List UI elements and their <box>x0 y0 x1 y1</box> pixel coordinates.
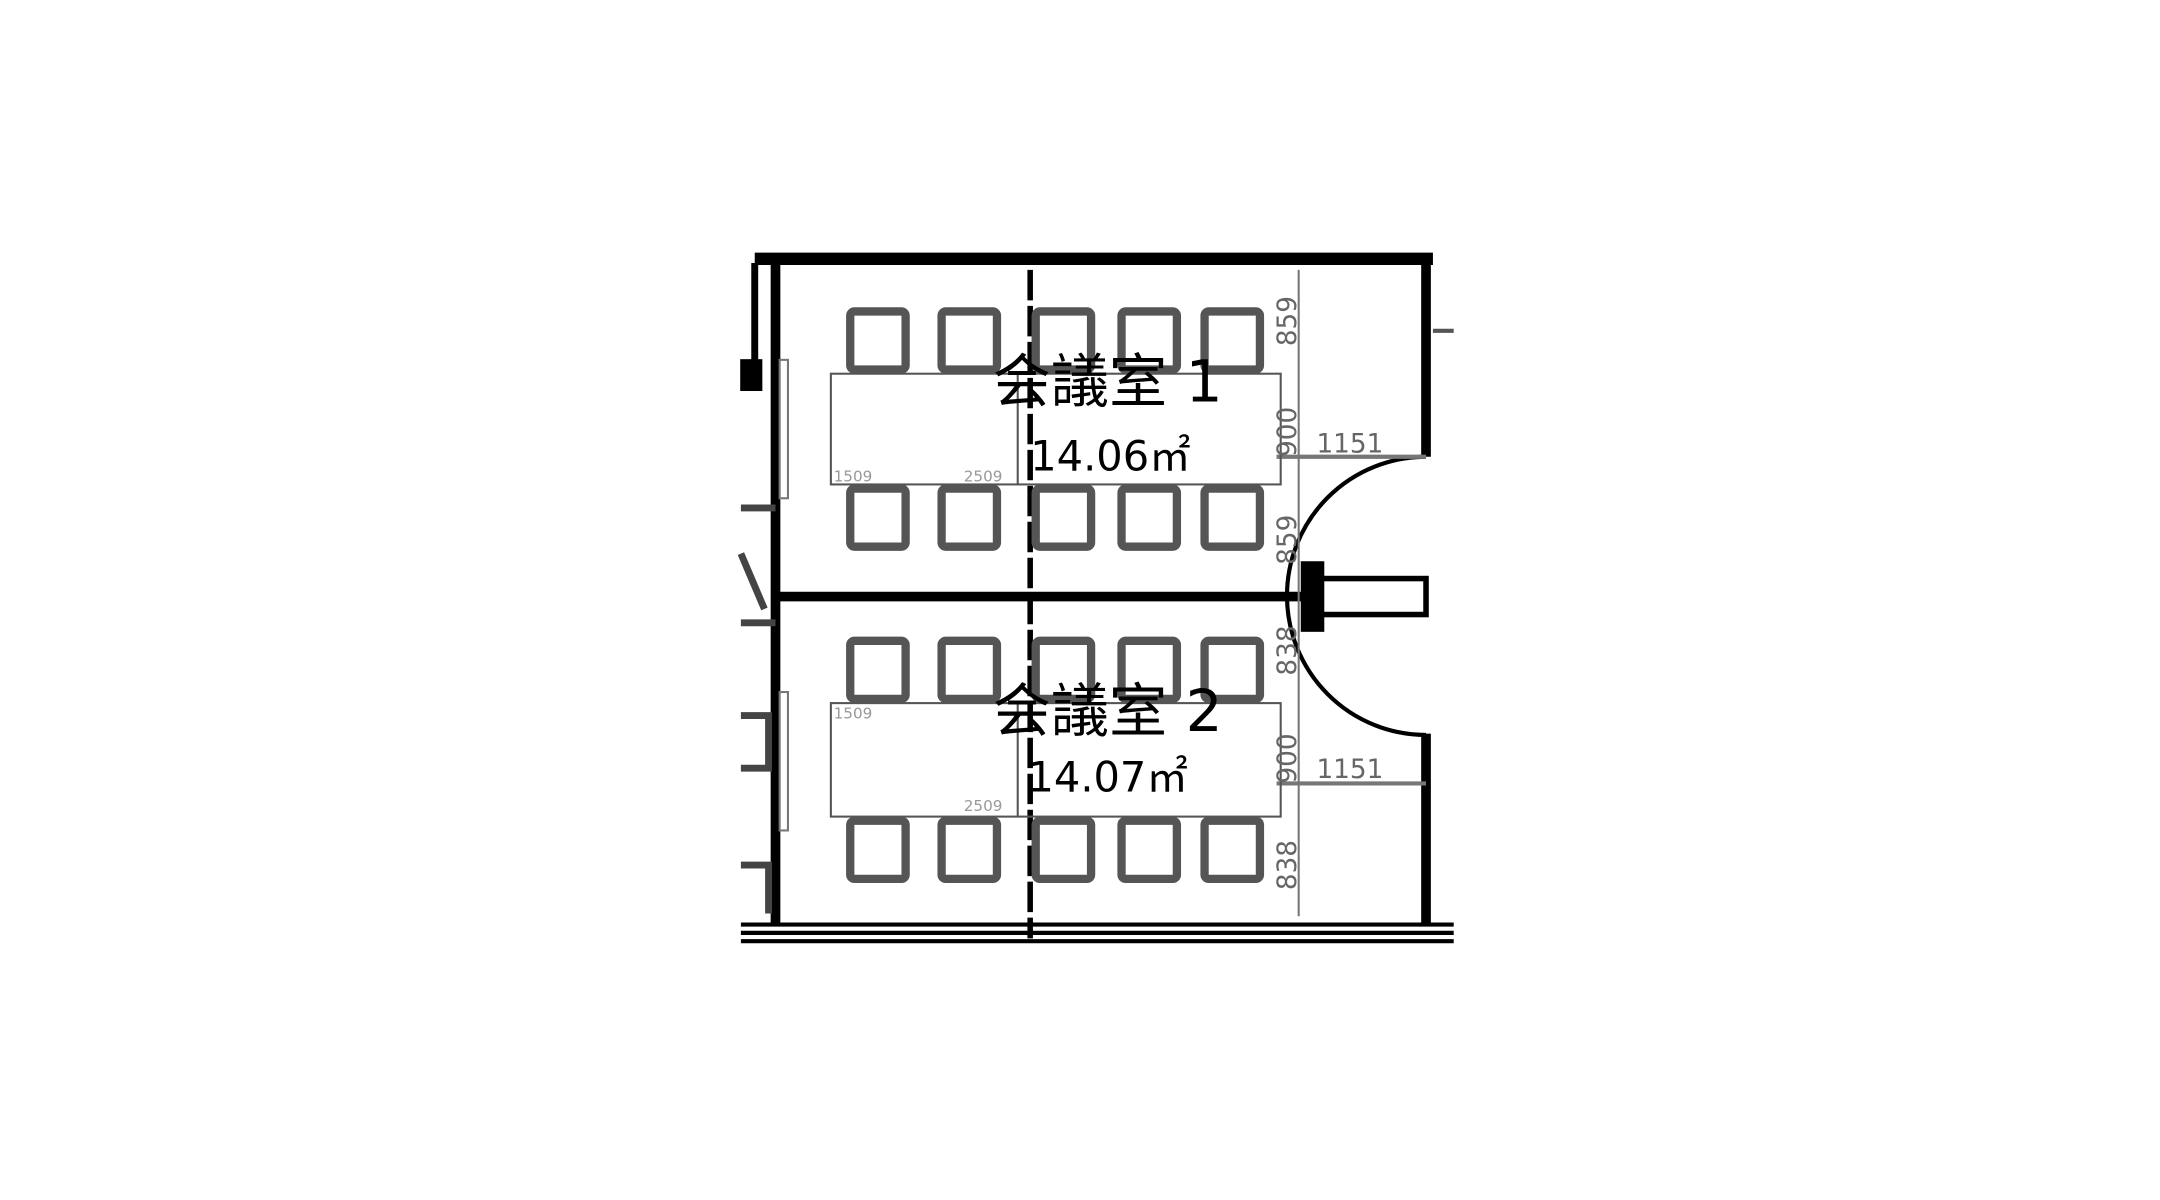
furniture <box>829 307 1282 884</box>
room-2-dim-top: 838 <box>1273 625 1303 675</box>
room-2-area: 14.07㎡ <box>1027 753 1187 802</box>
chair <box>1117 484 1182 551</box>
room-1-area: 14.06㎡ <box>1030 432 1190 481</box>
room-1-dim-table: 900 <box>1273 407 1303 457</box>
dimension-lines <box>1276 269 1427 917</box>
room-1-dim-door: 1151 <box>1316 430 1383 460</box>
room-2-table-label-2: 2509 <box>964 797 1003 815</box>
left-window-2 <box>778 691 789 832</box>
chair <box>1031 307 1096 374</box>
room-2-table-label-1: 1509 <box>834 704 873 722</box>
chair <box>1031 484 1096 551</box>
chair <box>1117 307 1182 374</box>
room-2-dim-table: 900 <box>1273 733 1303 783</box>
room-2-labels: 会議室 2 14.07㎡ 838 900 838 1151 1509 2509 <box>834 625 1384 890</box>
room-1-name: 会議室 1 <box>993 347 1223 415</box>
chair <box>1200 484 1265 551</box>
chair <box>846 484 910 551</box>
door-jamb <box>1300 561 1325 632</box>
door-swing-arc <box>1284 454 1427 738</box>
chair <box>937 636 1002 704</box>
room-1-table-label-2: 2509 <box>964 468 1003 486</box>
room-1-dim-bottom: 859 <box>1273 515 1303 565</box>
chair <box>1200 816 1265 884</box>
chair <box>846 307 910 374</box>
walls <box>737 252 1454 944</box>
left-opening <box>737 504 776 914</box>
room-2-name: 会議室 2 <box>993 677 1223 745</box>
chair <box>846 636 910 704</box>
left-window-1 <box>778 358 789 500</box>
chair <box>1117 636 1182 704</box>
chair <box>846 816 910 884</box>
room-1-dim-top: 859 <box>1273 296 1303 346</box>
chair <box>1200 636 1265 704</box>
chair <box>1031 816 1096 884</box>
chair <box>1117 816 1182 884</box>
chair <box>1031 636 1096 704</box>
room-2-dim-door: 1151 <box>1316 755 1383 785</box>
room-1-labels: 会議室 1 14.06㎡ 859 900 859 1151 1509 2509 <box>834 296 1384 565</box>
room-2-dim-bottom: 838 <box>1273 840 1303 890</box>
chair <box>1200 307 1265 374</box>
column <box>740 359 763 392</box>
chair <box>937 816 1002 884</box>
chair <box>937 307 1002 374</box>
room-1-table-label-1: 1509 <box>834 468 873 486</box>
chair <box>937 484 1002 551</box>
